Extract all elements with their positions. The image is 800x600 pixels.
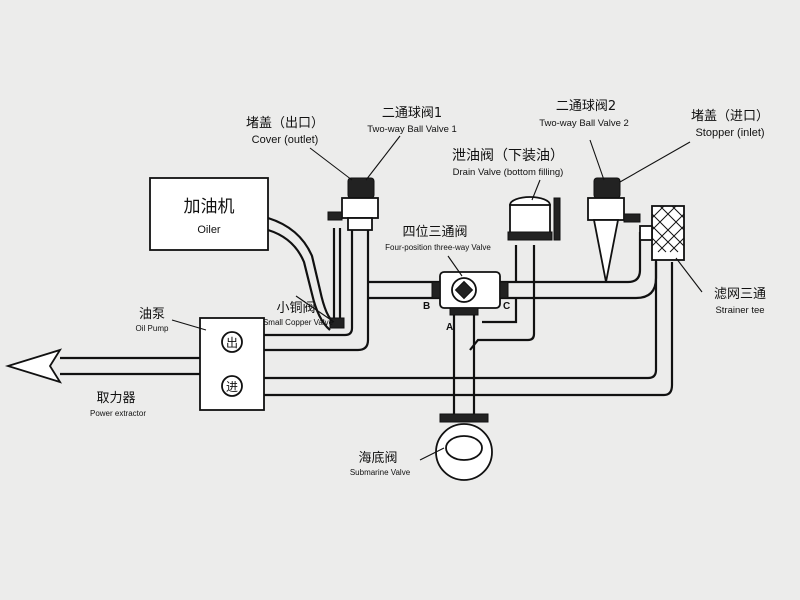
strainer-tee	[639, 205, 685, 261]
drain-valve-collar	[507, 231, 553, 241]
stopper-inlet-en: Stopper (inlet)	[695, 127, 764, 139]
strainer-tee-en: Strainer tee	[715, 305, 764, 316]
bv2-nozzle	[592, 219, 620, 283]
oiler-box	[149, 177, 269, 251]
power-extractor-arrow	[4, 348, 63, 384]
bv1-base	[347, 217, 373, 231]
ball-valve-1-en: Two-way Ball Valve 1	[367, 124, 457, 135]
cover-outlet-en: Cover (outlet)	[252, 134, 319, 146]
stopper-inlet-zh: 堵盖（进口）	[691, 109, 769, 124]
drain-valve-zh: 泄油阀（下装油）	[452, 148, 564, 164]
oiler-hose-b	[267, 228, 331, 331]
lead-stopper	[619, 141, 691, 183]
lead-drain	[531, 179, 541, 201]
cover-outlet-zh: 堵盖（出口）	[246, 116, 324, 131]
pump-inlet-port	[221, 375, 243, 397]
ball-valve-2	[587, 177, 641, 283]
ball-valve-2-en: Two-way Ball Valve 2	[539, 118, 629, 129]
four-way-valve: A B C	[423, 271, 510, 333]
bv1-cap	[347, 177, 375, 199]
bv1-handle	[327, 211, 343, 221]
header-right-top	[500, 232, 642, 284]
submarine-valve-zh: 海底阀	[358, 450, 397, 466]
copper-valve-zh: 小铜阀	[276, 301, 315, 316]
strainer-side-port	[639, 225, 653, 241]
submarine-flange-top	[439, 413, 489, 423]
submarine-valve	[435, 413, 493, 481]
drain-valve-en: Drain Valve (bottom filling)	[453, 167, 564, 178]
small-copper-valve	[329, 317, 345, 329]
submarine-valve-inner	[445, 435, 483, 461]
drain-valve-drum	[509, 204, 551, 234]
pump-inlet-char: 进	[226, 380, 238, 394]
power-extractor-zh: 取力器	[96, 391, 135, 406]
inlet-pipe-top	[244, 262, 658, 380]
oiler-hose-a	[267, 216, 335, 323]
lead-cover	[309, 147, 353, 181]
four-way-flange-left	[431, 281, 441, 299]
pump-outlet-port	[221, 331, 243, 353]
lead-oil-pump	[171, 319, 207, 331]
four-way-flange-right	[499, 281, 509, 299]
lead-bv1	[365, 135, 401, 181]
pump-outlet-char: 出	[226, 336, 238, 350]
oiler-zh: 加油机	[184, 197, 235, 217]
drain-valve	[507, 196, 561, 241]
oil-pump-zh: 油泵	[139, 307, 165, 322]
bv2-handle	[623, 213, 641, 223]
four-way-zh: 四位三通阀	[402, 225, 467, 240]
outlet-pipe-inner	[244, 228, 370, 352]
four-way-dial-mark	[454, 280, 474, 300]
submarine-valve-en: Submarine Valve	[350, 468, 411, 477]
bv2-body	[587, 197, 625, 221]
pipes	[60, 216, 674, 415]
leader-lines	[171, 135, 703, 461]
copper-valve-en: Small Copper Valve	[263, 318, 334, 327]
drain-valve-lever	[553, 197, 561, 241]
lead-submarine	[419, 447, 445, 461]
oiler: 加油机 Oiler	[149, 177, 269, 251]
drain-return	[469, 300, 536, 351]
ball-valve-1-zh: 二通球阀1	[382, 106, 442, 121]
header-right-bottom	[500, 252, 658, 300]
ball-valve-2-zh: 二通球阀2	[556, 99, 616, 114]
lead-strainer	[675, 257, 703, 293]
drain-return-2	[482, 298, 518, 324]
labels: 堵盖（出口） Cover (outlet) 二通球阀1 Two-way Ball…	[90, 99, 769, 477]
strainer-tee-zh: 滤网三通	[714, 287, 766, 302]
bv1-body	[341, 197, 379, 219]
lead-four-way	[447, 255, 463, 277]
inlet-pipe-bottom	[244, 262, 674, 397]
port-a-label: A	[446, 322, 453, 333]
strainer-mesh	[651, 205, 685, 253]
oil-pump: 出 进	[199, 317, 265, 411]
lead-bv2	[589, 139, 605, 181]
bv2-cap	[593, 177, 621, 199]
oil-pump-en: Oil Pump	[136, 324, 169, 333]
ball-valve-1	[327, 177, 379, 231]
outlet-pipe	[244, 228, 354, 337]
oiler-en: Oiler	[197, 224, 221, 236]
port-c-label: C	[503, 301, 510, 312]
power-extractor-en: Power extractor	[90, 409, 146, 418]
lead-copper	[295, 295, 335, 323]
four-way-flange-bottom	[449, 307, 479, 316]
port-b-label: B	[423, 301, 430, 312]
four-way-en: Four-position three-way Valve	[385, 243, 491, 252]
